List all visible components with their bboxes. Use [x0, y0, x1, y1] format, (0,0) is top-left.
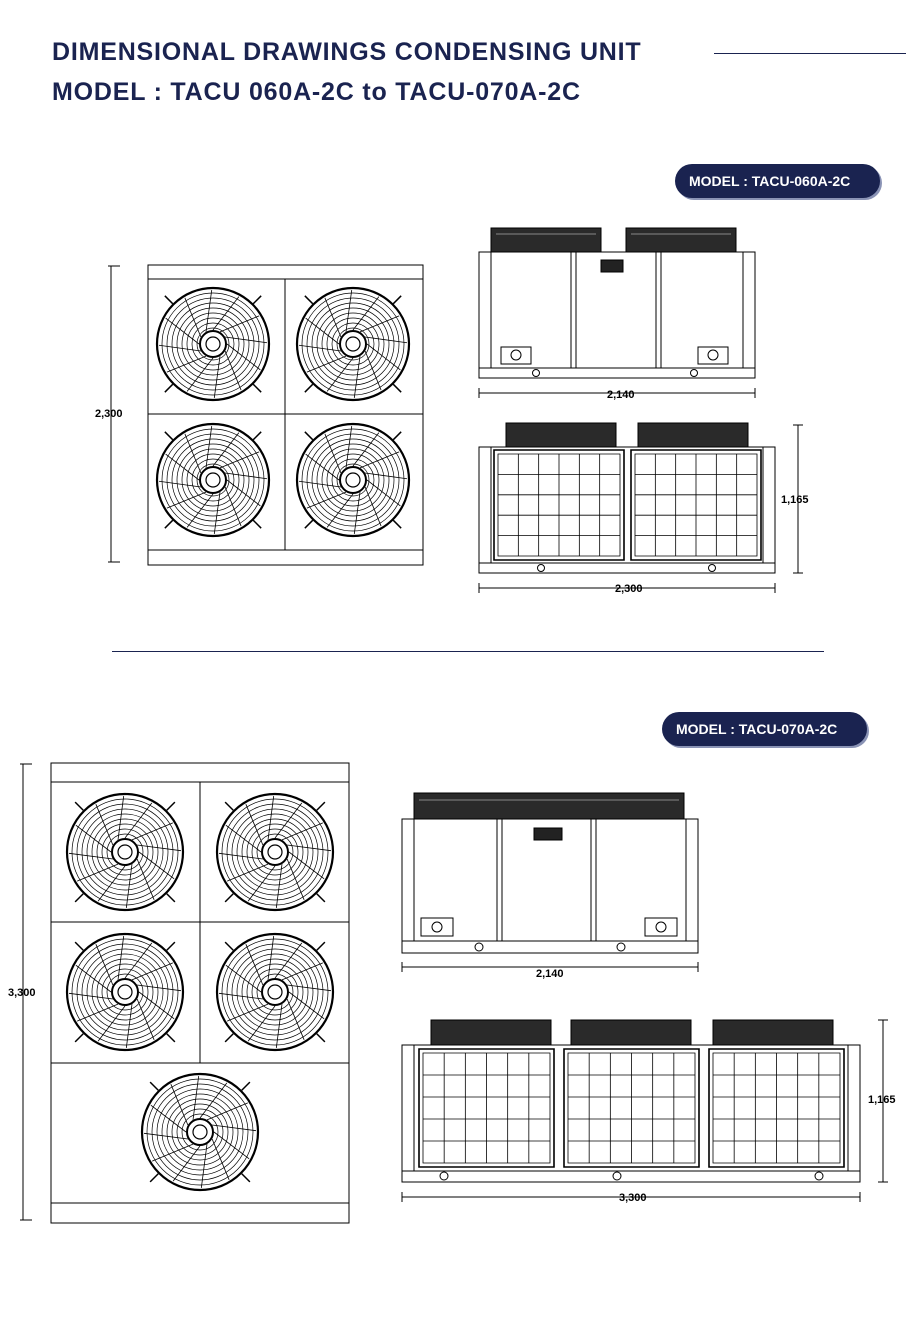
fan-icon — [67, 934, 183, 1050]
fan-icon — [142, 1074, 258, 1190]
fan-grid-070a — [67, 794, 333, 1190]
fan-grid-060a — [157, 288, 409, 536]
condenser-coil — [494, 450, 624, 560]
condenser-coil — [419, 1049, 554, 1167]
title-rule — [714, 53, 906, 54]
height-label-070a: 1,165 — [868, 1094, 896, 1106]
model-badge-070a: MODEL : TACU-070A-2C — [662, 712, 867, 746]
width-label-front-070a: 3,300 — [619, 1192, 647, 1204]
fan-icon — [67, 794, 183, 910]
section-divider — [112, 651, 824, 652]
front-view-drawing-060a — [476, 420, 806, 595]
top-view-drawing-060a — [108, 262, 428, 568]
model-badge-060a: MODEL : TACU-060A-2C — [675, 164, 880, 198]
fan-icon — [217, 934, 333, 1050]
fan-icon — [157, 424, 269, 536]
width-label-front-060a: 2,300 — [615, 583, 643, 595]
fan-icon — [297, 424, 409, 536]
top-view-drawing-070a — [20, 760, 360, 1230]
height-label-060a: 1,165 — [781, 494, 809, 506]
condenser-coil — [709, 1049, 844, 1167]
depth-label-060a: 2,300 — [95, 408, 123, 420]
depth-label-070a: 3,300 — [8, 987, 36, 999]
front-view-drawing-070a — [399, 1015, 894, 1210]
condenser-coil — [564, 1049, 699, 1167]
fan-icon — [217, 794, 333, 910]
fan-icon — [297, 288, 409, 400]
fan-icon — [157, 288, 269, 400]
side-view-drawing-060a — [476, 225, 758, 400]
side-view-drawing-070a — [399, 790, 704, 980]
page-subtitle: MODEL : TACU 060A-2C to TACU-070A-2C — [52, 78, 581, 106]
width-label-side-060a: 2,140 — [607, 389, 635, 401]
width-label-side-070a: 2,140 — [536, 968, 564, 980]
condenser-coil — [631, 450, 761, 560]
page-title: DIMENSIONAL DRAWINGS CONDENSING UNIT — [52, 38, 642, 66]
